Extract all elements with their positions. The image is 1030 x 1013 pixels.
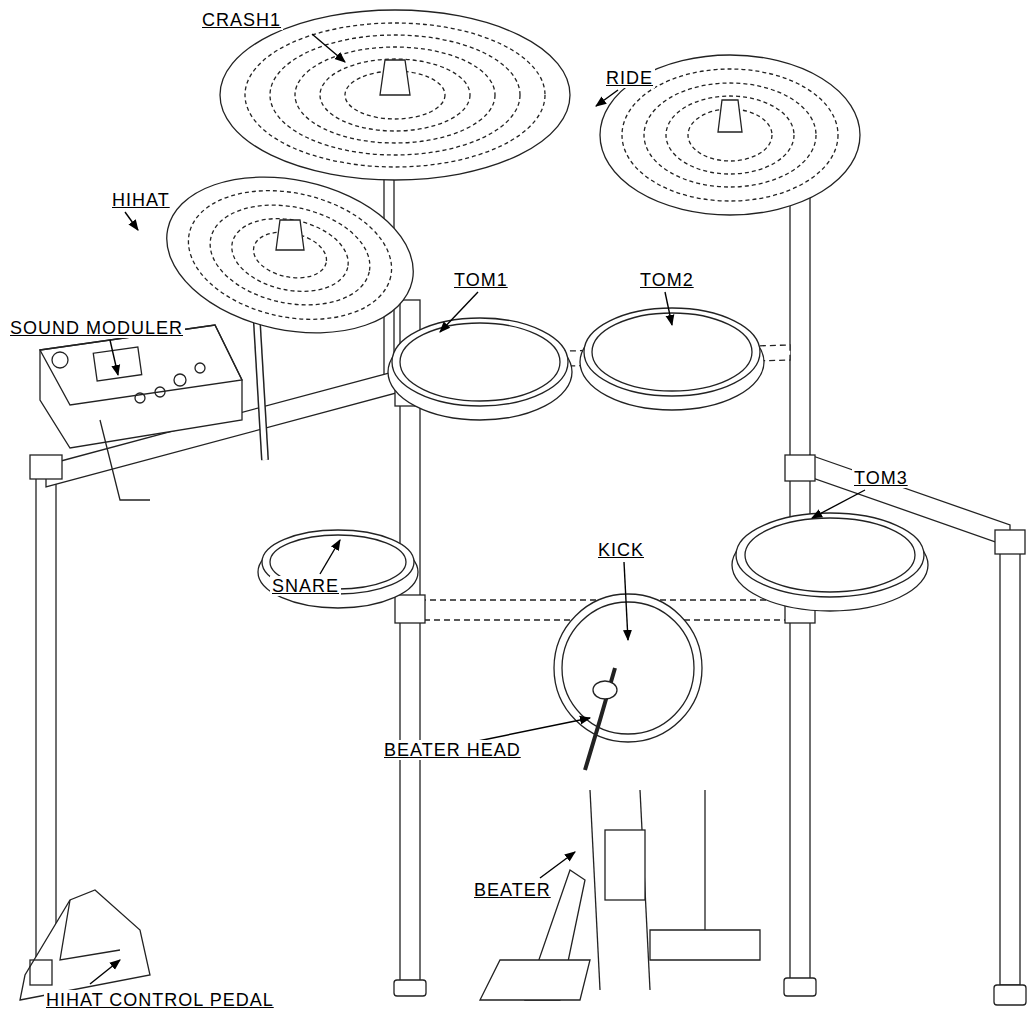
part-label: HIHAT CONTROL PEDAL — [44, 990, 276, 1010]
part-label: RIDE — [604, 68, 655, 88]
part-label: KICK — [596, 540, 646, 560]
part-label: SNARE — [270, 576, 341, 596]
part-label: BEATER — [472, 880, 553, 900]
part-label: SOUND MODULER — [8, 318, 185, 338]
part-label: HIHAT — [110, 190, 172, 210]
part-label: TOM2 — [638, 270, 696, 290]
part-label: TOM1 — [452, 270, 510, 290]
part-label: CRASH1 — [200, 10, 283, 30]
part-label: TOM3 — [852, 468, 910, 488]
part-label: BEATER HEAD — [382, 740, 523, 760]
